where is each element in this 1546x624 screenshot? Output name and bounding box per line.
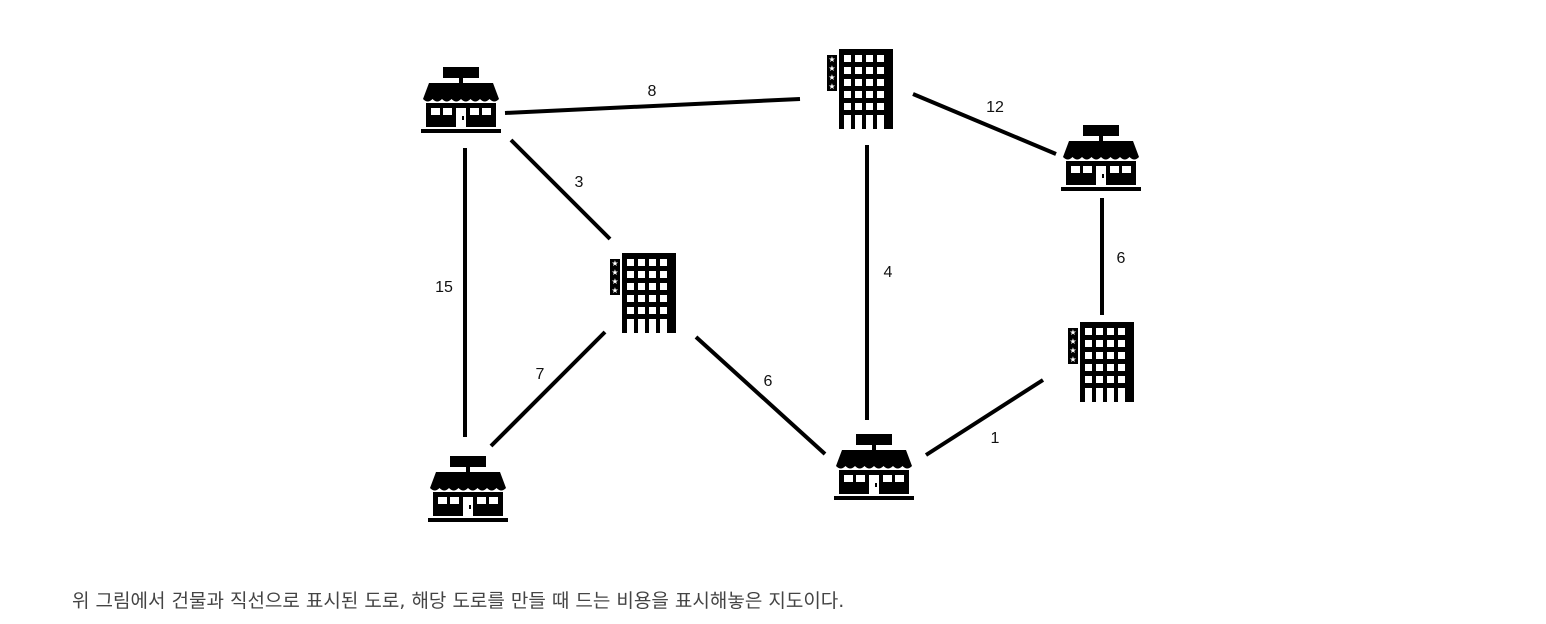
edge-hotel-center-shop-bottom-center [694,335,827,456]
edge-shop-top-left-hotel-center [509,138,612,241]
hotel-icon [827,49,893,129]
edge-weight-label: 15 [435,279,453,296]
edge-weight-label: 7 [536,366,545,383]
edge-weight-label: 12 [986,99,1004,116]
edge-weight-label: 3 [575,174,584,191]
edge-hotel-right-shop-bottom-center [924,378,1045,457]
edge-hotel-center-shop-bottom-left [489,330,607,448]
shop-icon [1061,125,1141,191]
hotel-icon [610,253,676,333]
road-map-graph: ★ ★ ★ ★ 8 12 3 15 4 6 7 [421,49,1141,522]
hotel-icon [1068,322,1134,402]
edge-weight-label: 6 [764,373,773,390]
shop-icon [421,67,501,133]
shop-icon [834,434,914,500]
figure-caption: 위 그림에서 건물과 직선으로 표시된 도로, 해당 도로를 만들 때 드는 비… [72,590,845,612]
edge-weight-label: 8 [648,83,657,100]
edge-hotel-top-shop-right [912,92,1057,156]
edge-weight-label: 1 [991,430,1000,447]
edge-weight-label: 6 [1117,250,1126,267]
shop-icon [428,456,508,522]
edge-weight-label: 4 [884,264,893,281]
edge-shop-top-left-hotel-top [504,97,801,115]
